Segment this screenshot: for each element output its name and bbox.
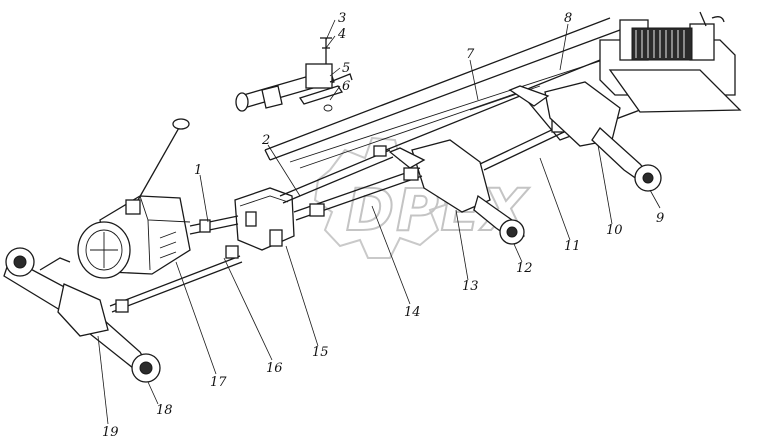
- front-axle: [3, 247, 161, 383]
- callout-17: 17: [210, 375, 227, 390]
- callout-19: 19: [102, 425, 119, 440]
- rear-axle: [508, 81, 662, 192]
- callout-2: 2: [261, 133, 270, 148]
- callout-6: 6: [342, 79, 350, 94]
- rear-propeller-shaft: [479, 119, 565, 171]
- callout-7: 7: [466, 47, 475, 62]
- callout-18: 18: [156, 403, 173, 418]
- shaft-gearbox-transfer: [189, 215, 239, 235]
- intermediate-shaft-detail: [235, 37, 353, 112]
- transfer-case: [234, 187, 295, 251]
- callout-4: 4: [337, 27, 346, 42]
- callout-14: 14: [404, 305, 421, 320]
- callout-16: 16: [266, 361, 283, 376]
- callout-labels: 1 2 3 4 5 6 7 8 9 10 11 12 13 14 15 16 1…: [102, 11, 664, 440]
- callout-15: 15: [312, 345, 329, 360]
- winch-assembly: [599, 11, 742, 113]
- front-propeller-shaft: [109, 245, 243, 313]
- winch-drive-shaft: [279, 91, 531, 204]
- callout-10: 10: [606, 223, 623, 238]
- frame-rails: [264, 17, 642, 169]
- callout-13: 13: [462, 279, 479, 294]
- callout-5: 5: [342, 61, 350, 76]
- leader-lines: [97, 19, 661, 425]
- watermark-gear: [313, 136, 450, 259]
- callout-8: 8: [564, 11, 572, 26]
- middle-propeller-shaft: [293, 167, 423, 221]
- callout-12: 12: [516, 261, 533, 276]
- middle-axle: [388, 139, 525, 245]
- callout-11: 11: [564, 239, 581, 254]
- callout-9: 9: [656, 211, 664, 226]
- callout-3: 3: [338, 11, 346, 26]
- callout-1: 1: [194, 163, 202, 178]
- gearbox: [77, 118, 191, 279]
